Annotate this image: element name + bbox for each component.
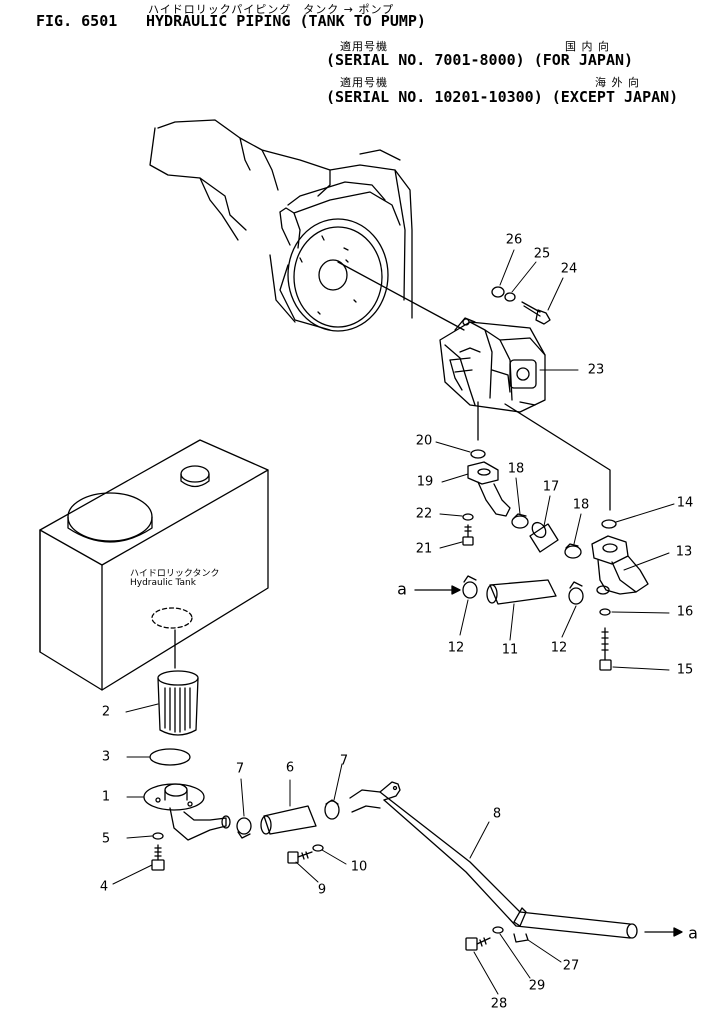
part-callout-20: 20 (415, 433, 433, 449)
part-callout-6: 6 (285, 760, 295, 776)
part-callout-12a: 12 (447, 640, 465, 656)
part-callout-18a: 18 (507, 461, 525, 477)
leader-lines (113, 250, 674, 994)
bolt-9 (288, 852, 312, 863)
part-callout-29: 29 (528, 978, 546, 994)
part-callout-19: 19 (416, 474, 434, 490)
pump-mount-line (338, 262, 464, 330)
part-callout-2: 2 (101, 704, 111, 720)
figure-title: HYDRAULIC PIPING (TANK TO PUMP) (146, 12, 426, 30)
lock-washer-25 (505, 293, 515, 301)
filter-element-2 (158, 671, 198, 735)
part-callout-4: 4 (99, 879, 109, 895)
washer-29 (493, 927, 503, 933)
part-callout-18b: 18 (572, 497, 590, 513)
clamp-7-a (237, 818, 251, 838)
o-ring-20 (471, 450, 485, 458)
bolt-21 (463, 525, 473, 545)
part-callout-28: 28 (490, 996, 508, 1012)
serial-range-2: (SERIAL NO. 10201-10300) (EXCEPT JAPAN) (326, 88, 679, 106)
flow-marker-out: a (688, 923, 698, 943)
title-kana: ハイドロリックパイピング タンク → ポンプ (148, 3, 395, 16)
clamp-18-b (565, 544, 581, 558)
clamp-7-b (325, 800, 339, 819)
part-callout-8: 8 (492, 806, 502, 822)
washer-5 (153, 833, 163, 839)
part-callout-5: 5 (101, 831, 111, 847)
part-callout-21: 21 (415, 541, 433, 557)
part-callout-3: 3 (101, 749, 111, 765)
serial-1-kana-left: 適用号機 (340, 40, 388, 53)
flow-arrowhead-in (452, 586, 460, 594)
washer-16 (600, 609, 610, 615)
o-ring-14 (602, 520, 616, 528)
part-callout-7b: 7 (339, 753, 349, 769)
figure-number: FIG. 6501 (36, 12, 118, 30)
part-callout-24: 24 (560, 261, 578, 277)
washer-10 (313, 845, 323, 851)
o-ring-3 (150, 749, 190, 765)
part-callout-13: 13 (675, 544, 693, 560)
hydraulic-pump (440, 318, 545, 412)
part-callout-9: 9 (317, 882, 327, 898)
bolt-15 (600, 628, 611, 670)
part-callout-23: 23 (587, 362, 605, 378)
serial-2-kana-right: 海 外 向 (595, 76, 640, 89)
engine-outline (150, 120, 412, 331)
flange-elbow-1 (144, 784, 230, 840)
pipe-8 (350, 782, 637, 938)
part-callout-15: 15 (676, 662, 694, 678)
serial-1-kana-right: 国 内 向 (565, 40, 610, 53)
elbow-19 (468, 462, 510, 516)
bolt-4 (152, 845, 164, 870)
elbow-13 (592, 536, 648, 594)
part-callout-14: 14 (676, 495, 694, 511)
part-callout-7a: 7 (235, 761, 245, 777)
clamp-18-a (512, 514, 528, 528)
part-callout-27: 27 (562, 958, 580, 974)
hose-11 (487, 580, 556, 604)
part-callout-17: 17 (542, 479, 560, 495)
clamp-12-a (463, 576, 477, 598)
part-callout-16: 16 (676, 604, 694, 620)
hose-6 (261, 806, 316, 834)
tank-label: Hydraulic Tank (130, 578, 196, 588)
hose-17 (529, 520, 558, 552)
part-callout-11: 11 (501, 642, 519, 658)
flow-arrowhead-out (674, 928, 682, 936)
washer-22 (463, 514, 473, 520)
serial-2-kana-left: 適用号機 (340, 76, 388, 89)
clamp-12-b (569, 582, 583, 604)
part-callout-26: 26 (505, 232, 523, 248)
part-callout-1: 1 (101, 789, 111, 805)
part-callout-12b: 12 (550, 640, 568, 656)
part-callout-25: 25 (533, 246, 551, 262)
serial-range-1: (SERIAL NO. 7001-8000) (FOR JAPAN) (326, 51, 634, 69)
bolt-24 (522, 302, 550, 324)
bracket-27 (514, 908, 528, 942)
part-callout-10: 10 (350, 859, 368, 875)
tank-label-kana: ハイドロリックタンク (130, 569, 220, 579)
part-callout-22: 22 (415, 506, 433, 522)
hydraulic-tank (40, 440, 268, 690)
bolt-28 (466, 938, 490, 950)
flow-marker-in: a (397, 579, 407, 599)
washer-26 (492, 287, 504, 297)
